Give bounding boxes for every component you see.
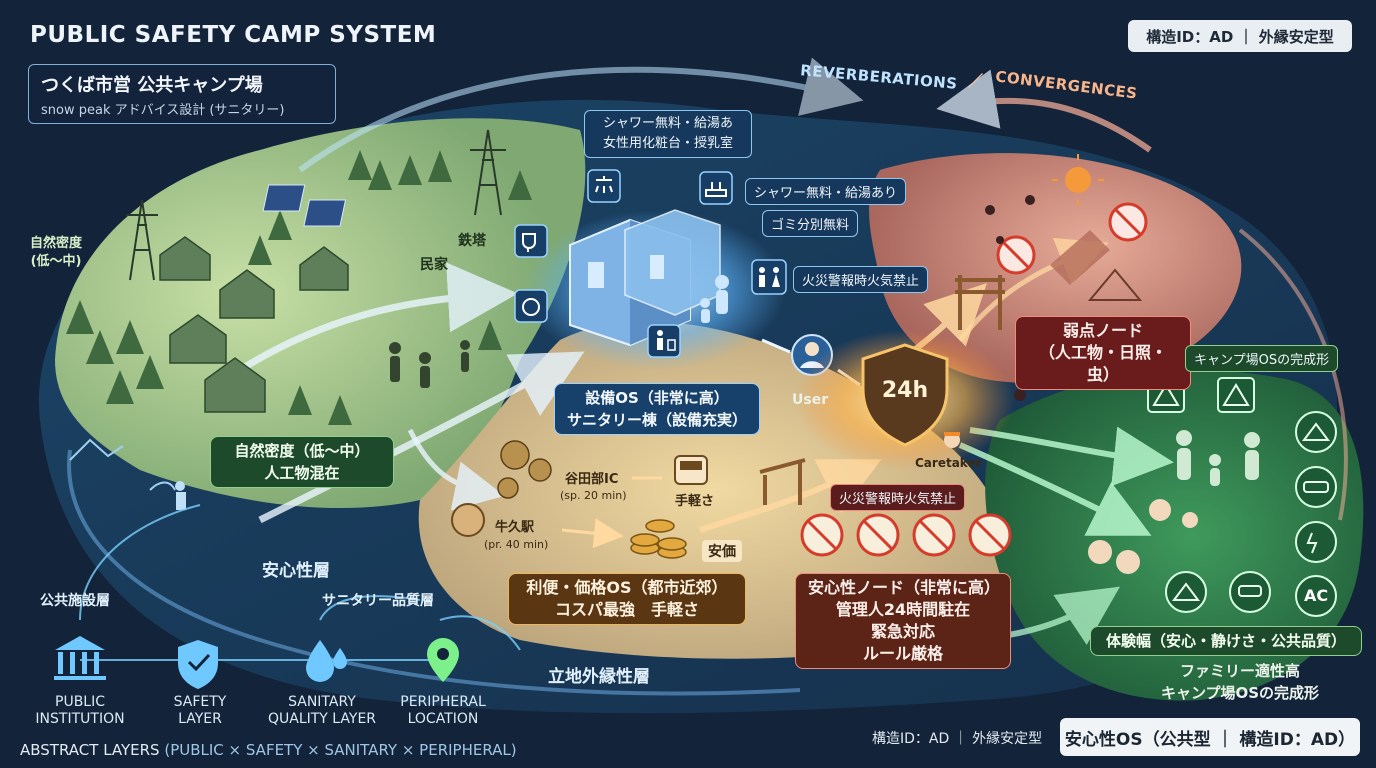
- droplet-icon: [306, 640, 347, 682]
- user-label: User: [792, 392, 829, 408]
- outer-flow-left: [67, 449, 801, 696]
- fire-banner: 火災警報時火気禁止: [830, 484, 966, 511]
- shower-callout: シャワー無料・給湯あり: [745, 178, 907, 205]
- trash-callout: ゴミ分別無料: [762, 210, 859, 237]
- institution-icon: [54, 636, 106, 680]
- weak-node-box: 弱点ノード （人工物・日照・虫）: [1015, 316, 1191, 390]
- access-flow-arrows: [561, 476, 662, 535]
- nature-box-line2: 人工物混在: [264, 464, 340, 482]
- nature-box-line1: 自然密度（低〜中）: [234, 442, 370, 460]
- safety-node-box: 安心性ノード（非常に高） 管理人24時間駐在 緊急対応 ルール厳格: [795, 573, 1011, 669]
- nature-to-center-arrow: [258, 351, 585, 524]
- bus-ease-label: 手軽さ: [675, 494, 715, 509]
- safety-to-experience-arrow-2: [958, 442, 1152, 536]
- experience-box-line1: 体験幅（安心・静けさ・公共品質）: [1105, 632, 1346, 650]
- solar-panels: [262, 184, 347, 227]
- structure-badge: 構造ID：AD ｜ 外縁安定型: [1128, 20, 1352, 52]
- caretaker-figure-icon: [700, 275, 729, 323]
- abstract-layers-detail: (PUBLIC × SAFETY × SANITARY × PERIPHERAL…: [164, 741, 517, 759]
- ic-label: 谷田部IC: [565, 472, 619, 487]
- abstract-layers-prefix: ABSTRACT LAYERS: [20, 741, 160, 759]
- experience-line2: ファミリー適性高: [1179, 662, 1300, 680]
- layer-public-institution-label: PUBLIC INSTITUTION: [35, 694, 125, 727]
- access-box-line2: コスパ最強 手軽さ: [554, 600, 699, 619]
- 24h-label: 24h: [881, 378, 929, 403]
- access-os-box: 利便・価格OS（都市近郊） コスパ最強 手軽さ: [508, 573, 746, 625]
- flow-separator: ／: [968, 72, 984, 90]
- nature-density-side-label: 自然密度 (低〜中): [30, 236, 83, 269]
- camp-os-label: キャンプ場OSの完成形: [1185, 345, 1339, 372]
- peripheral-layer-jp-label: 立地外縁性層: [548, 667, 650, 687]
- layer-safety-label: SAFETY LAYER: [173, 694, 227, 727]
- nature-to-access-arrow: [407, 428, 505, 511]
- safety-layer-jp-label: 安心性層: [262, 561, 330, 581]
- subtitle-line2: snow peak アドバイス設計 (サニタリー): [41, 103, 285, 118]
- experience-icons: [1147, 377, 1337, 617]
- weak-box-line2: （人工物・日照・虫）: [1038, 343, 1167, 384]
- facility-box-line2: サニタリー棟（設備充実）: [567, 411, 748, 429]
- safety-box-line4: ルール厳格: [862, 644, 943, 663]
- subtitle-line1: つくば市営 公共キャンプ場: [41, 75, 263, 96]
- gate-icons: [759, 275, 1005, 505]
- layer-network: [79, 504, 521, 661]
- bus-icon: [674, 455, 708, 485]
- tower-label: 鉄塔: [458, 233, 486, 249]
- ac-label: AC: [1303, 586, 1329, 605]
- house-label: 民家: [420, 257, 448, 273]
- access-to-safety-arrow: [699, 459, 882, 533]
- convergence-flow: [936, 69, 1152, 153]
- safety-box-line1: 安心性ノード（非常に高）: [808, 578, 1001, 597]
- station-icon: [451, 503, 485, 537]
- family-figures-icon: [1088, 430, 1260, 574]
- nature-people-icon: [389, 340, 470, 388]
- river-icons: [69, 438, 176, 491]
- facility-icons: [514, 169, 787, 358]
- shield-check-icon: [178, 640, 218, 689]
- caretaker-icon: [944, 432, 960, 448]
- safety-box-line3: 緊急対応: [870, 622, 935, 641]
- experience-line3: キャンプ場OSの完成形: [1160, 684, 1320, 702]
- nature-to-facility-arrow: [238, 262, 518, 373]
- facility-os-box: 設備OS（非常に高） サニタリー棟（設備充実）: [554, 383, 760, 435]
- caretaker-label: Caretaker: [915, 456, 982, 470]
- tent-glyphs: [1152, 383, 1330, 601]
- access-box-line1: 利便・価格OS（都市近郊）: [526, 578, 728, 597]
- nature-density-box: 自然密度（低〜中） 人工物混在: [210, 436, 394, 488]
- weak-box-line1: 弱点ノード: [1062, 321, 1143, 340]
- forest-trees: [66, 150, 532, 425]
- facility-box-line1: 設備OS（非常に高）: [585, 389, 729, 407]
- family-sign-icon: [175, 481, 186, 510]
- abstract-layers-caption: ABSTRACT LAYERS (PUBLIC × SAFETY × SANIT…: [20, 741, 517, 759]
- footer-structure-note: 構造ID：AD ｜ 外縁安定型: [872, 731, 1043, 747]
- weak-zone-icons: [985, 154, 1148, 401]
- public-facility-layer-jp-label: 公共施設層: [40, 593, 110, 609]
- cheap-label: 安価: [702, 540, 742, 562]
- footer-os-badge: 安心性OS（公共型 ｜ 構造ID：AD）: [1060, 718, 1360, 756]
- sanitary-building-icon: [569, 209, 721, 347]
- facility-top-callout: シャワー無料・給湯あ 女性用化粧台・授乳室: [584, 110, 752, 158]
- power-pylon-icon: [126, 129, 506, 281]
- reverberation-flow: [298, 57, 864, 173]
- gear-icon: [497, 440, 552, 499]
- experience-box: 体験幅（安心・静けさ・公共品質）: [1090, 626, 1362, 656]
- layer-peripheral-label: PERIPHERAL LOCATION: [400, 694, 486, 727]
- houses: [159, 236, 349, 413]
- 24h-shield-icon: [861, 343, 949, 447]
- ic-time: (sp. 20 min): [560, 489, 627, 502]
- station-label: 牛久駅: [495, 520, 535, 535]
- subtitle-box: つくば市営 公共キャンプ場 snow peak アドバイス設計 (サニタリー): [28, 64, 336, 124]
- fire-rule-callout: 火災警報時火気禁止: [793, 266, 929, 293]
- station-time: (pr. 40 min): [484, 538, 549, 551]
- layer-sanitary-label: SANITARY QUALITY LAYER: [267, 694, 377, 727]
- location-pin-icon: [427, 638, 459, 682]
- no-fire-icons: [800, 513, 1012, 557]
- sanitary-quality-layer-jp-label: サニタリー品質層: [322, 593, 434, 609]
- page-title: PUBLIC SAFETY CAMP SYSTEM: [30, 22, 437, 48]
- safety-box-line2: 管理人24時間駐在: [835, 600, 971, 619]
- nature-region: [55, 118, 586, 509]
